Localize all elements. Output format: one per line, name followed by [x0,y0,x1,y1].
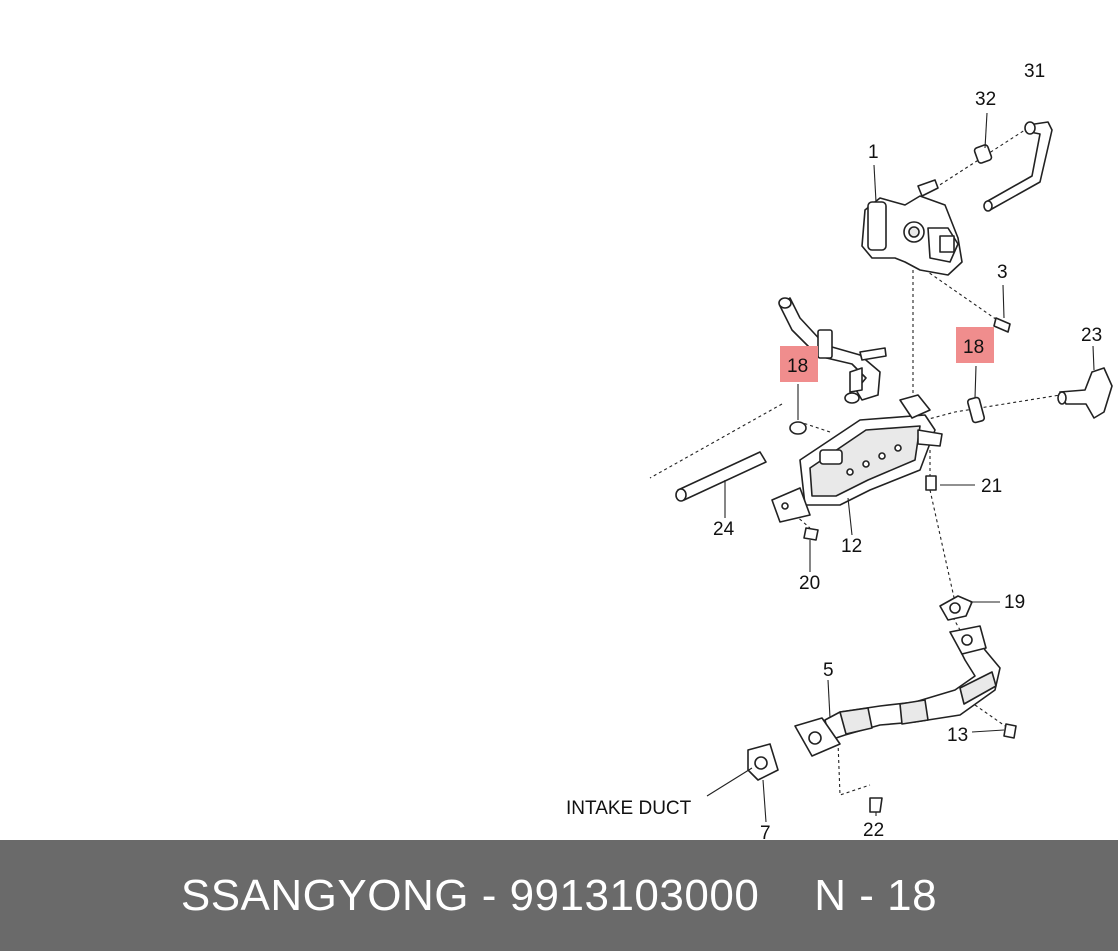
egr-pipe-5 [794,625,1001,757]
label-1: 1 [868,142,879,163]
label-5: 5 [823,660,834,681]
label-12: 12 [841,536,862,557]
bolt-22 [869,797,883,816]
label-18-left: 18 [787,356,808,377]
label-19: 19 [1004,592,1025,613]
highlight-box-18-right [956,327,994,363]
bolt-3 [993,284,1011,333]
clamp-18-right [966,365,986,424]
brand-part-number: SSANGYONG - 9913103000 [180,870,760,920]
gasket-7 [706,743,779,823]
exploded-parts-diagram: 31 32 1 3 23 18 18 21 24 12 20 19 5 13 I… [566,61,1113,840]
label-31: 31 [1024,61,1045,82]
label-20: 20 [799,573,820,594]
gasket-19 [939,595,1000,621]
label-18-right: 18 [963,337,984,358]
egr-valve-1 [861,164,963,276]
highlight-box-18-left [780,346,818,382]
label-3: 3 [997,262,1008,283]
bolt-21 [925,475,975,491]
label-24: 24 [713,519,735,540]
egr-cooler-12 [771,394,943,536]
footer-banner: SSANGYONG - 9913103000 N - 18 [0,840,1118,951]
clamp-18-left [789,384,807,435]
bolt-13 [971,723,1017,739]
hose-31 [983,121,1053,212]
clamp-32 [973,112,993,164]
label-22: 22 [863,820,884,840]
label-21: 21 [981,476,1002,497]
label-13: 13 [947,725,968,746]
part-labels: 31 32 1 3 23 18 18 21 24 12 20 19 5 13 I… [566,61,1102,840]
label-7: 7 [760,823,771,840]
hose-23 [1057,345,1113,419]
label-32: 32 [975,89,996,110]
bolt-20 [803,527,819,572]
label-intake-duct: INTAKE DUCT [566,798,692,819]
label-23: 23 [1081,325,1102,346]
hose-24 [675,451,767,518]
diagram-reference: N - 18 [814,870,938,920]
bent-pipe [778,297,887,404]
